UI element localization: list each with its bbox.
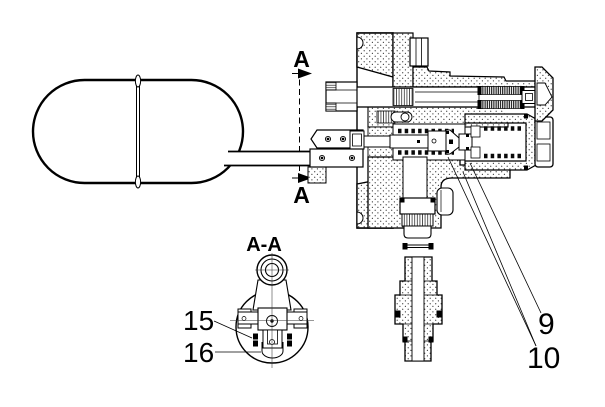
callout-leader-15 [213, 320, 253, 339]
inlet-fitting [394, 243, 443, 362]
stem-spring-end-1 [477, 86, 482, 95]
spool-rod [389, 134, 429, 149]
detail-seal-right-top [287, 333, 292, 340]
stem-thread [392, 88, 414, 106]
valve-seat [458, 133, 473, 151]
detail-pin-screw-left [241, 316, 247, 321]
side-boss [436, 187, 454, 216]
detail-view-title: A-A [246, 234, 282, 256]
outlet-nut-seal-right [430, 197, 436, 203]
clevis-bolt-1-center [326, 137, 330, 141]
callout-10-label: 10 [527, 342, 560, 375]
spring-keeper-inner [525, 93, 533, 101]
detail-seal-right-bottom [287, 340, 292, 347]
outlet-port [399, 156, 454, 239]
section-marker-bottom-label: A [293, 182, 310, 208]
fitting-seal-3 [402, 336, 408, 343]
seat-seal-bottom [466, 147, 469, 150]
spring-retainer-bottom [470, 146, 481, 159]
outlet-nut [399, 197, 436, 215]
lever-pivot-inner [352, 133, 362, 147]
spring-chamber [389, 123, 481, 161]
stem-end-socket [536, 82, 553, 106]
valve-stem [325, 66, 554, 122]
relief-gap [505, 107, 527, 115]
fitting-washer [402, 243, 434, 250]
bushing-knurl-bottom [325, 102, 337, 112]
push-plunger [363, 135, 391, 148]
detail-pin-screw-right [298, 316, 304, 321]
section-cut-line [292, 68, 312, 183]
washer-end-right [428, 243, 434, 250]
callout-leader-9 [469, 162, 542, 314]
flange-bolt-hole-bottom [356, 211, 364, 225]
section-arrow-bottom-icon [298, 173, 312, 183]
float-seam-pinch-bottom [134, 175, 142, 189]
section-arrow-top-icon [298, 68, 312, 79]
callout-15-label: 15 [183, 305, 214, 336]
detail-seal-left-bottom [253, 340, 258, 347]
callout-9-label: 9 [538, 308, 555, 341]
poppet-core [449, 139, 453, 144]
fitting-bore [411, 256, 425, 362]
cup-seal-bottom [524, 165, 528, 170]
stem-spring-top-band [479, 86, 523, 95]
washer-end-left [402, 243, 408, 250]
right-chamber [464, 113, 554, 171]
spool-block [427, 130, 447, 152]
clevis-bolt-3-center [320, 156, 324, 160]
callout-leader-10a [447, 156, 537, 347]
outlet-nut-seal-left [399, 197, 405, 203]
section-marker-top-label: A [293, 46, 310, 72]
callout-16-label: 16 [183, 337, 214, 368]
cup-seal-top [524, 114, 528, 119]
spring-retainer-top [470, 125, 481, 138]
fitting-seal-2 [436, 310, 443, 318]
callout-leader-10b [462, 171, 537, 347]
clevis-bolt-4-center [350, 156, 354, 160]
float-seam-pinch-top [134, 74, 142, 88]
flange-bolt-hole-top [356, 36, 364, 50]
clevis-bolt-2-center [341, 137, 345, 141]
slab-slot-hole [400, 112, 410, 122]
callouts [213, 156, 542, 353]
chamber-cup [464, 113, 537, 171]
end-cap-window-top [536, 121, 551, 140]
detail-view-a-a [230, 253, 314, 368]
hex-nut [409, 37, 429, 67]
clevis-lower-plate [309, 148, 364, 168]
clevis-lever [307, 129, 391, 184]
rod-clamp-bracket [307, 166, 327, 184]
fitting-seal-1 [394, 310, 401, 318]
outlet-thread-band [401, 213, 434, 227]
bushing-knurl-top [325, 81, 337, 91]
fitting-seal-4 [428, 336, 434, 343]
stem-spring-bottom-band [479, 100, 523, 109]
float-ball [31, 78, 245, 185]
detail-seal-left-top [253, 333, 258, 340]
spool-pin [417, 140, 420, 143]
outlet-channel [402, 156, 428, 201]
outlet-collar [403, 225, 432, 239]
poppet-seal-top [446, 131, 449, 134]
stem-spring-end-2 [477, 100, 482, 109]
end-cap-window-bottom [536, 143, 551, 162]
seat-seal-top [466, 134, 469, 137]
float [31, 74, 245, 189]
spool-orifice [431, 138, 437, 144]
valve-body [307, 32, 554, 239]
poppet-seal-bottom [446, 150, 449, 153]
detail-cup [261, 342, 284, 359]
